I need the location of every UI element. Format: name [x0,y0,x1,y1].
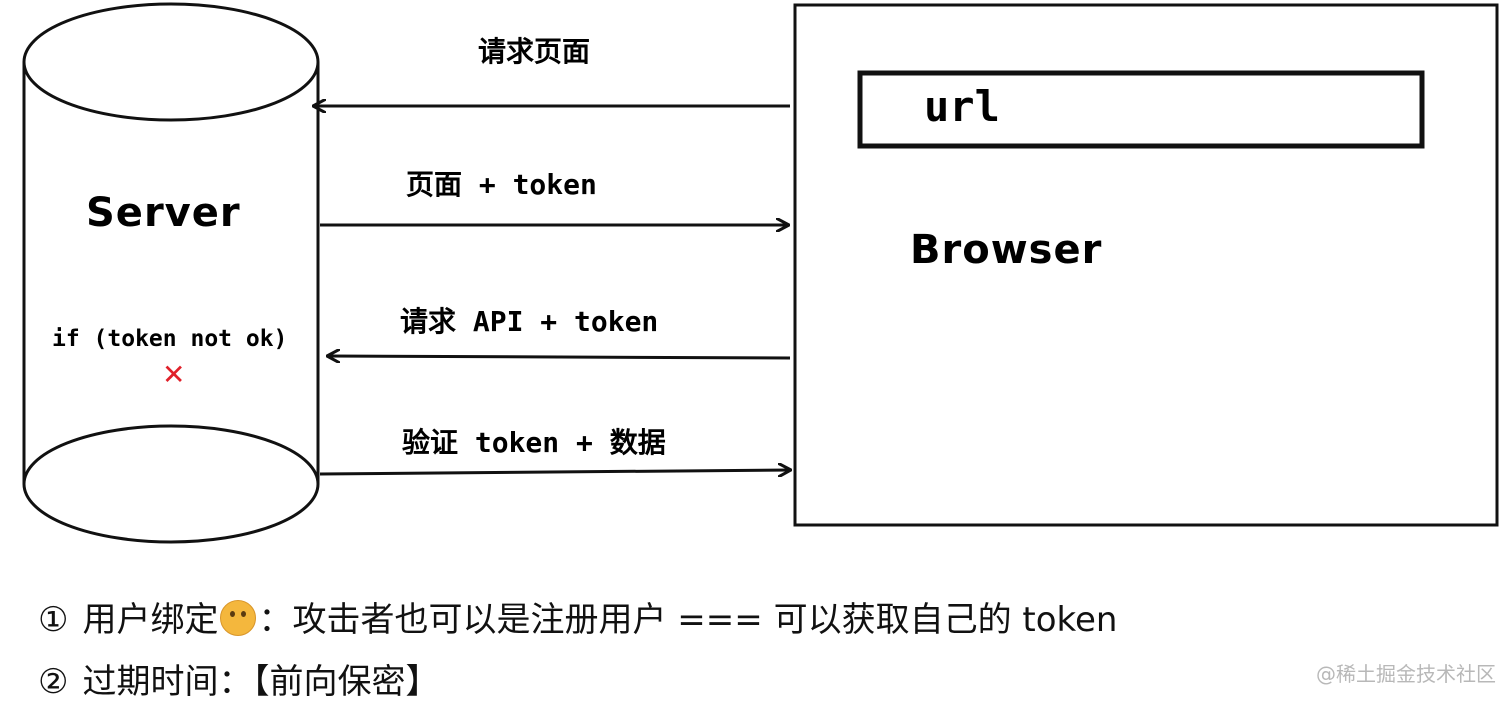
arrow-request-api: 请求 API + token [328,305,791,358]
note-user-binding-number: ① [38,600,69,640]
note-expiry-time-text: 过期时间：【前向保密】 [82,662,440,702]
server-cylinder-top [22,2,320,122]
server-condition-text: if (token not ok) [52,326,287,352]
server-cylinder: Server if (token not ok) ✕ [22,2,320,544]
arrow-verify-data-line [319,470,790,474]
arrow-request-api-label: 请求 API + token [400,305,658,338]
fail-cross-icon: ✕ [162,358,185,391]
url-bar-label: url [924,82,1000,131]
note-expiry-time: ② 过期时间：【前向保密】 [38,662,439,702]
note-user-binding-text-start: 用户绑定 [82,600,219,640]
arrow-page-token-label: 页面 + token [406,168,597,201]
note-expiry-time-number: ② [38,662,69,702]
note-user-binding: ① 用户绑定 ：攻击者也可以是注册用户 === 可以获取自己的 token [38,600,1117,640]
server-cylinder-bottom-front [22,483,320,544]
thinking-face-icon [220,600,257,636]
browser-label: Browser [910,227,1102,273]
browser-frame [793,3,1499,527]
note-user-binding-text-end: ：攻击者也可以是注册用户 === 可以获取自己的 token [258,600,1118,640]
arrow-verify-data: 验证 token + 数据 [319,426,790,474]
server-cylinder-bottom-back [22,424,320,485]
arrow-page-token: 页面 + token [320,168,788,225]
arrow-request-page-label: 请求页面 [478,35,590,68]
arrow-verify-data-label: 验证 token + 数据 [402,426,666,459]
arrow-request-page: 请求页面 [314,35,790,106]
url-bar [857,70,1425,149]
server-label: Server [86,190,241,236]
browser-window: url Browser [793,3,1499,527]
watermark: @稀土掘金技术社区 [1316,662,1496,686]
arrow-request-api-line [328,356,791,358]
